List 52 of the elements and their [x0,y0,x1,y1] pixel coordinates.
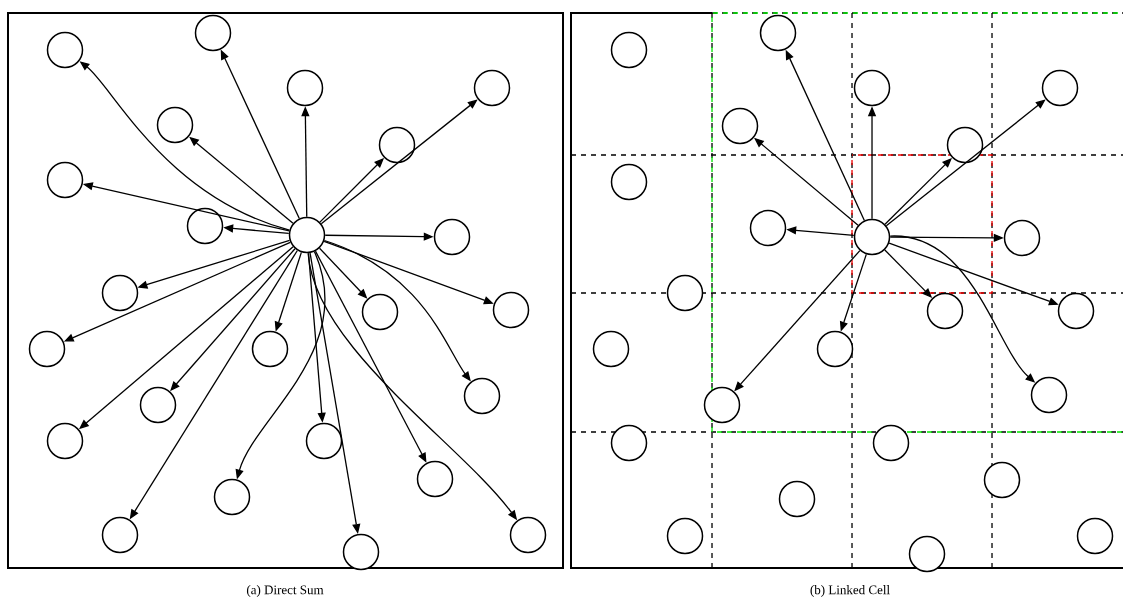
particle-circle [139,386,177,424]
particle-circle [926,292,964,330]
particle-circle [853,218,891,256]
particle-circle [473,69,511,107]
particle-circle [46,31,84,69]
particle-circle [759,14,797,52]
caption: (a) Direct Sum [246,585,324,597]
particle-circle [1041,69,1079,107]
particle-circle [1057,292,1095,330]
particle-circle [463,377,501,415]
particle-circle [46,422,84,460]
particle-circle [194,14,232,52]
panel-frame [570,12,1123,569]
particle-circle [610,31,648,69]
particle-circle [509,516,547,554]
particle-circle [156,106,194,144]
particle-circle [1030,376,1068,414]
particle-circle [28,330,66,368]
particle-circle [1076,517,1114,555]
particle-circle [983,461,1021,499]
particle-circle [666,517,704,555]
particle-circle [872,424,910,462]
particle-circle [186,207,224,245]
particle-circle [853,69,891,107]
particle-circle [251,330,289,368]
particle-circle [610,424,648,462]
particle-circle [1003,219,1041,257]
particle-circle [416,460,454,498]
particle-circle [286,69,324,107]
particle-circle [592,330,630,368]
particle-circle [305,422,343,460]
particle-circle [492,291,530,329]
particle-circle [721,107,759,145]
particle-circle [288,216,326,254]
panel-frame [7,12,564,569]
particle-circle [46,161,84,199]
particle-circle [946,126,984,164]
particle-circle [778,480,816,518]
particle-circle [816,330,854,368]
particle-circle [101,516,139,554]
particle-circle [703,386,741,424]
particle-circle [213,478,251,516]
caption: (b) Linked Cell [810,585,890,597]
particle-circle [610,163,648,201]
particle-circle [749,209,787,247]
particle-circle [433,218,471,256]
particle-circle [908,535,946,573]
particle-circle [342,533,380,571]
particle-circle [361,293,399,331]
particle-circle [101,274,139,312]
particle-circle [666,274,704,312]
particle-circle [378,126,416,164]
